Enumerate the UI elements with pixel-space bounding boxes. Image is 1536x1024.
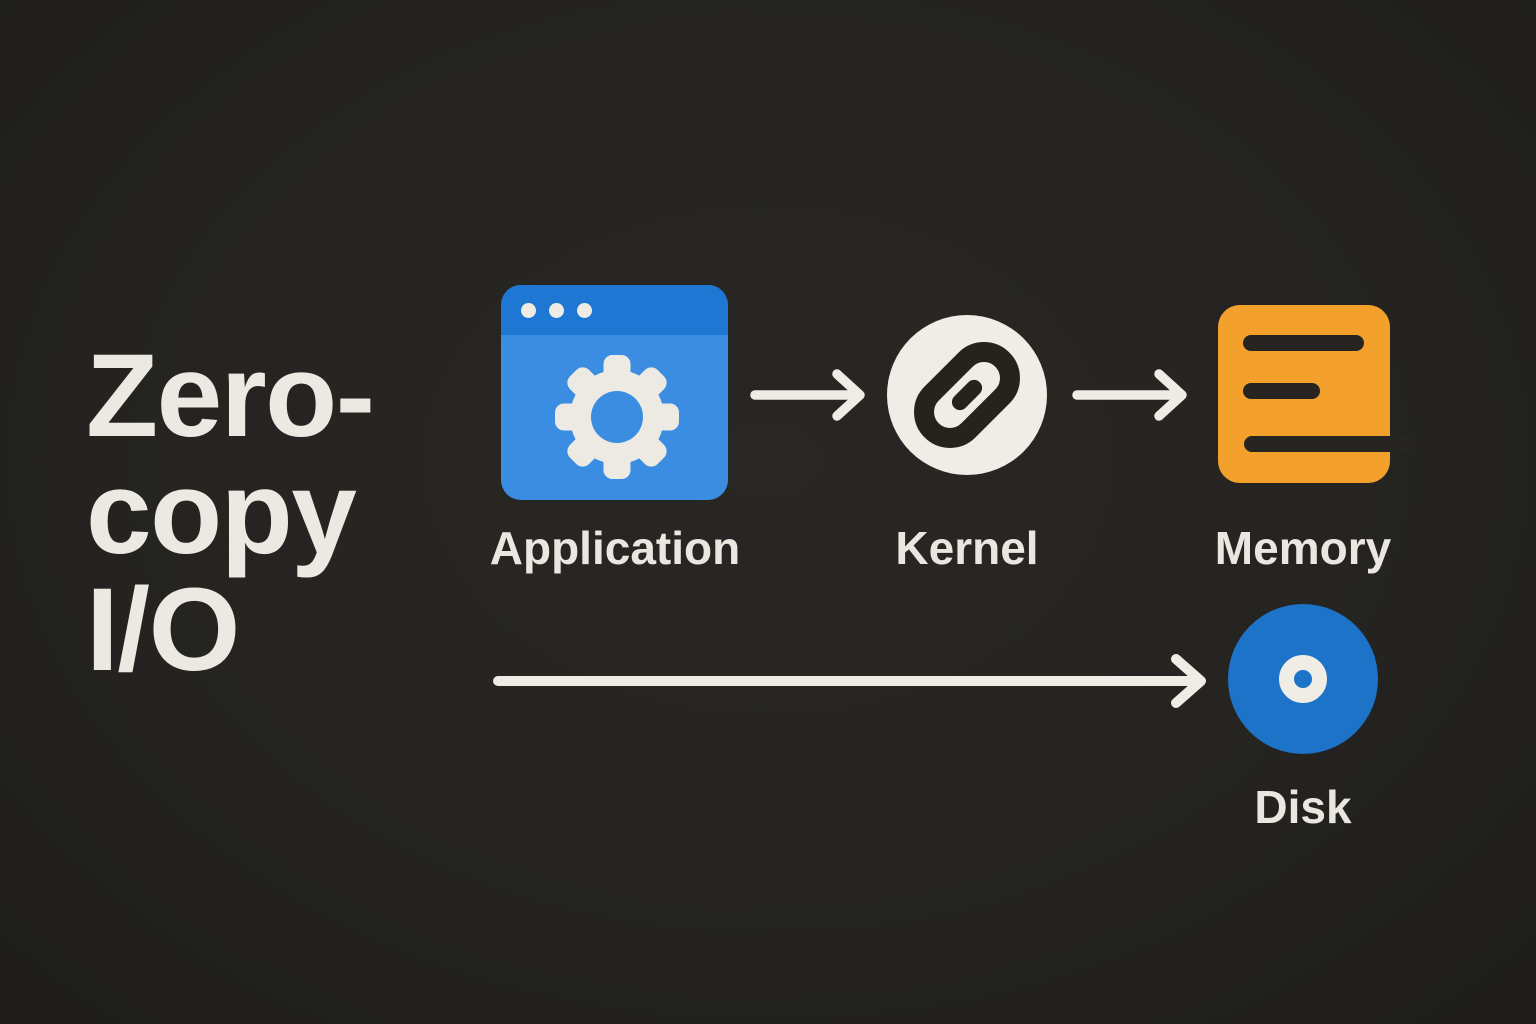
disk-label: Disk xyxy=(1254,781,1352,833)
memory-line-icon xyxy=(1244,436,1416,452)
memory-label: Memory xyxy=(1214,522,1392,574)
arrow-application-to-kernel-icon xyxy=(750,369,865,421)
arrow-application-to-disk-icon xyxy=(493,654,1206,708)
kernel-link-icon xyxy=(887,315,1047,475)
memory-line-icon xyxy=(1243,335,1364,351)
arrow-kernel-to-memory-icon xyxy=(1072,369,1187,421)
window-dot-icon xyxy=(521,302,536,318)
window-titlebar xyxy=(501,285,728,335)
window-dot-icon xyxy=(549,302,564,318)
memory-lines-icon xyxy=(1218,305,1416,483)
disk-hole-icon xyxy=(1279,655,1327,703)
disk-icon xyxy=(1228,604,1378,754)
gear-icon xyxy=(555,355,679,479)
window-dot-icon xyxy=(577,302,592,318)
application-window-icon xyxy=(501,285,728,500)
application-label: Application xyxy=(489,522,741,574)
kernel-label: Kernel xyxy=(895,522,1039,574)
diagram-title: Zero- copy I/O xyxy=(86,330,375,696)
memory-line-icon xyxy=(1243,383,1320,399)
